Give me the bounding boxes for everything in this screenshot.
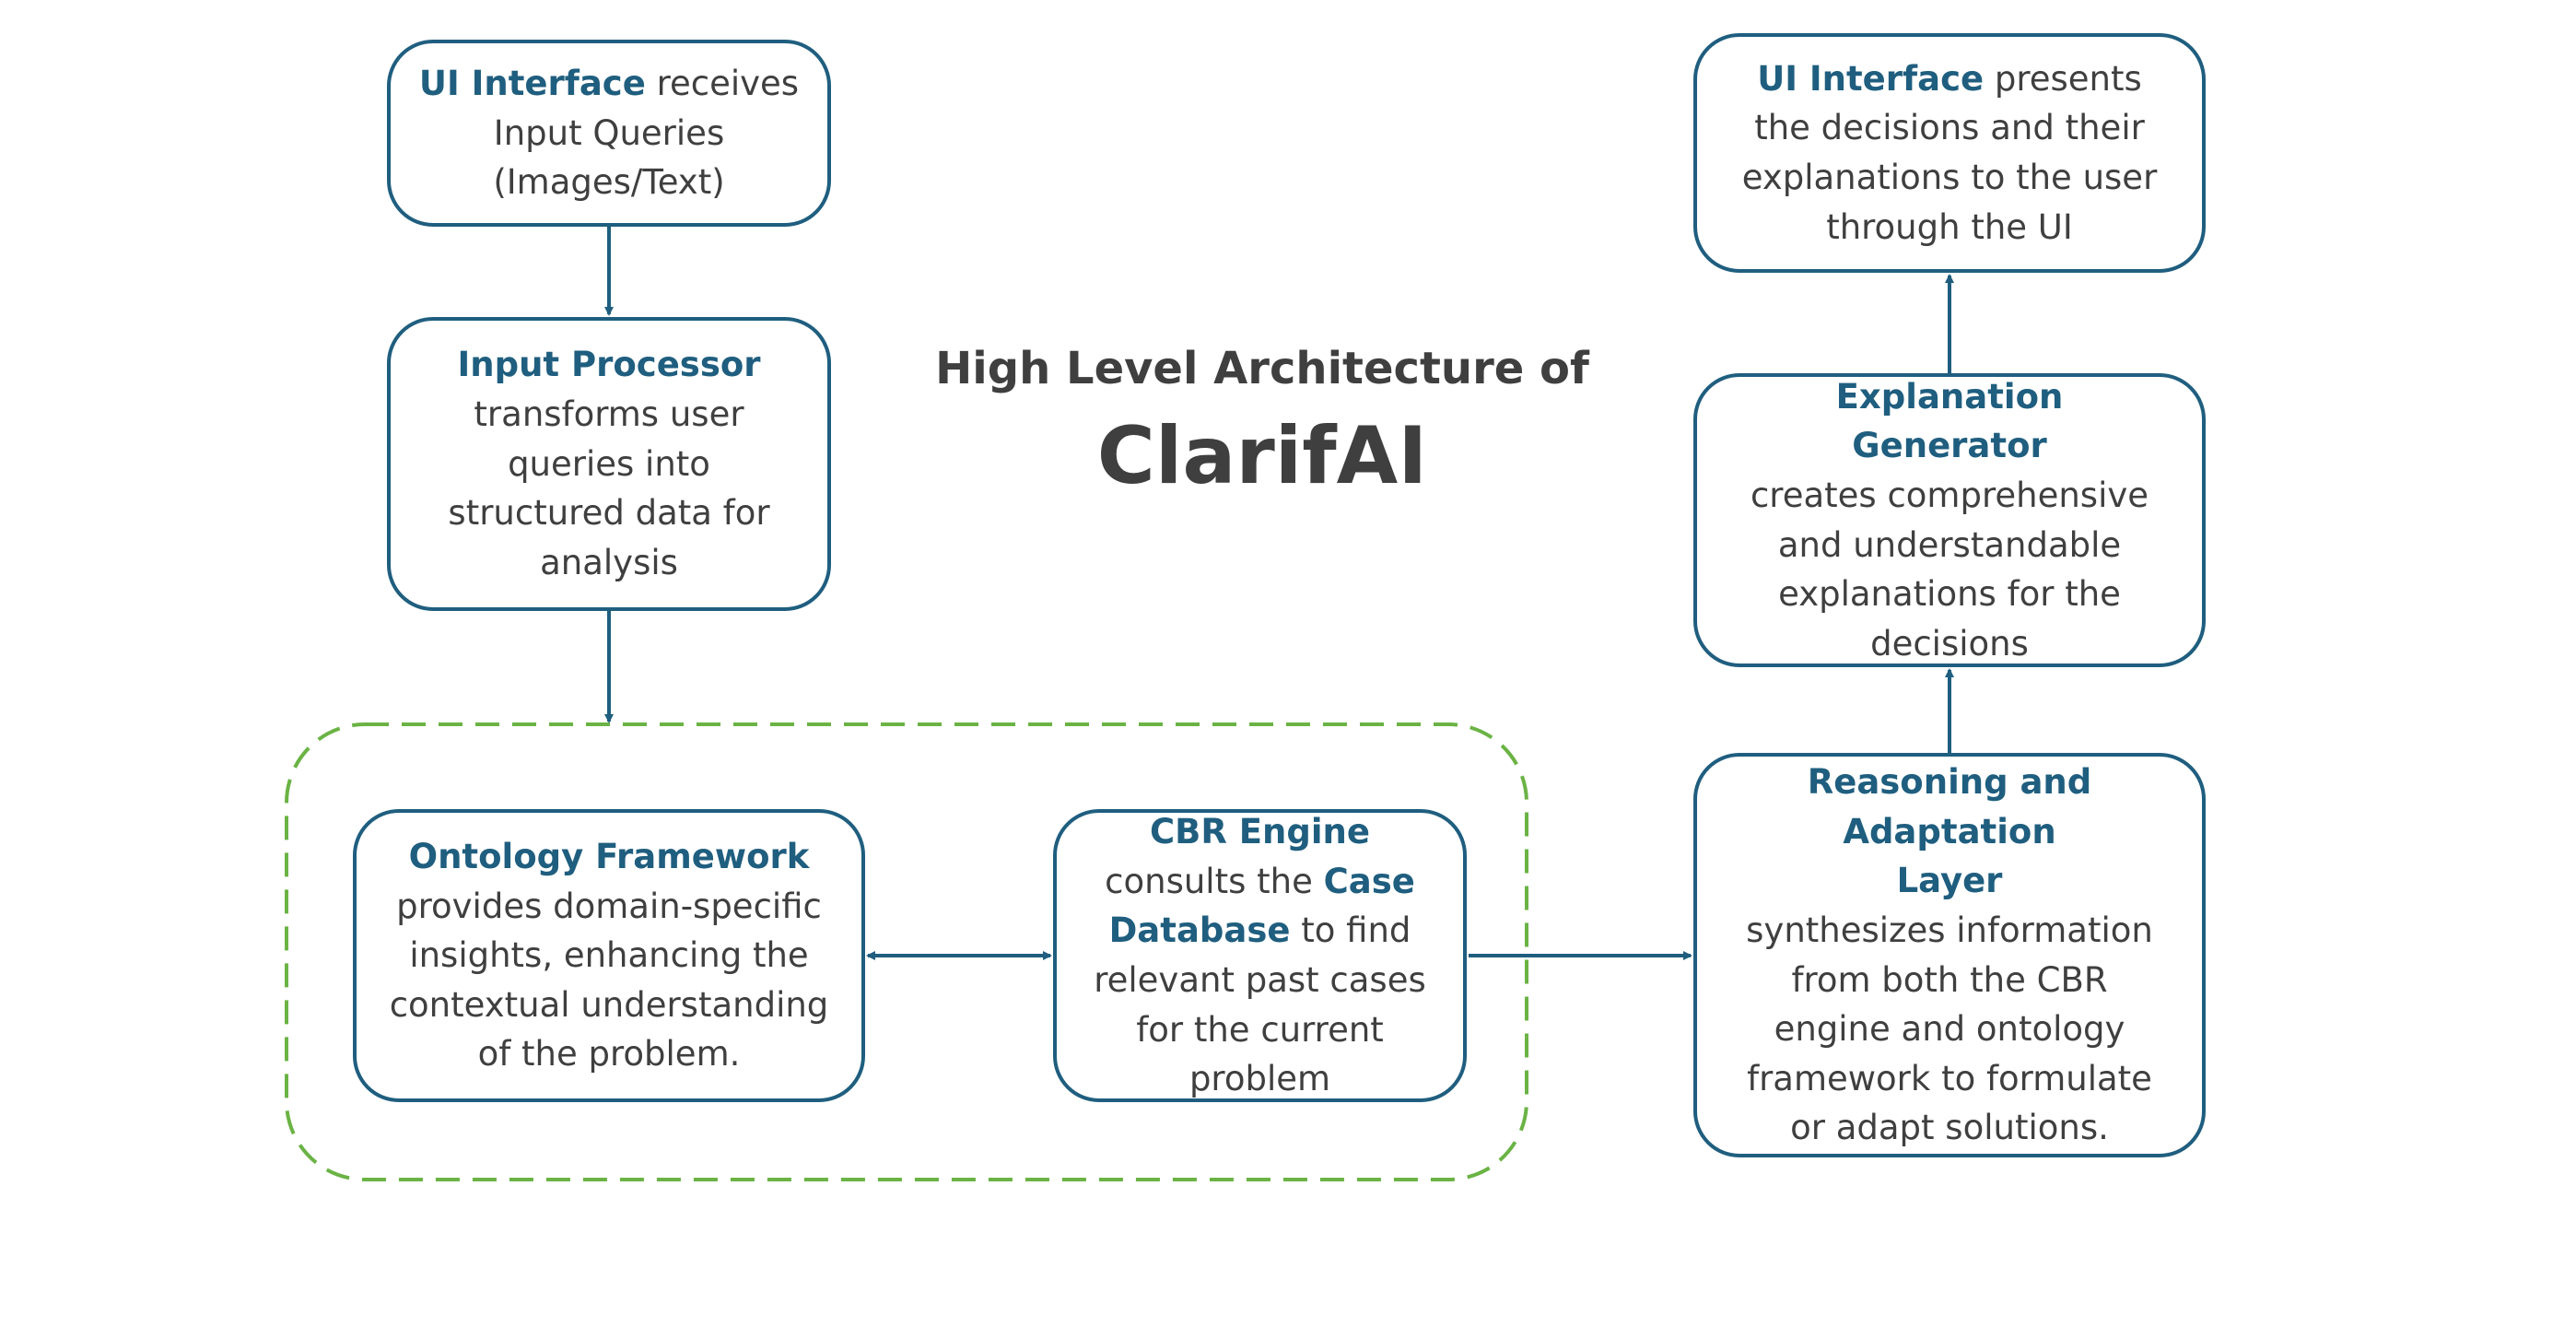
cbr-engine-node: CBR Engine consults the Case Database to… [1053,809,1467,1102]
input-processor-description: transforms user queries into structured … [448,394,770,582]
cbr-engine-text-b: to find relevant past cases for the curr… [1094,910,1426,1099]
ui-output-node: UI Interface presents the decisions and … [1693,33,2206,273]
diagram-title: ClarifAI [1096,410,1428,502]
ui-input-node: UI Interface receives Input Queries (Ima… [387,40,831,227]
ui-output-description: presents the decisions and their explana… [1741,58,2158,247]
explanation-description: creates comprehensive and understandable… [1750,475,2149,664]
ui-input-keyword: UI Interface [418,64,646,104]
ontology-framework-node: Ontology Framework provides domain-speci… [353,809,865,1102]
cbr-engine-text-a: consults the [1105,861,1324,901]
reasoning-description: synthesizes information from both the CB… [1746,910,2153,1148]
ui-input-description: receives Input Queries (Images/Text) [493,64,800,203]
input-processor-node: Input Processor transforms user queries … [387,317,831,611]
ui-output-keyword: UI Interface [1757,58,1985,99]
cbr-engine-keyword: CBR Engine [1150,812,1370,852]
explanation-keyword: Explanation Generator [1835,376,2064,466]
diagram-subtitle: High Level Architecture of [935,343,1589,394]
explanation-generator-node: Explanation Generator creates comprehens… [1693,373,2206,667]
reasoning-adaptation-node: Reasoning and Adaptation Layer synthesiz… [1693,753,2206,1157]
input-processor-keyword: Input Processor [457,345,761,385]
ontology-keyword: Ontology Framework [408,836,810,876]
ontology-description: provides domain-specific insights, enhan… [389,886,829,1075]
reasoning-keyword: Reasoning and Adaptation Layer [1807,761,2092,901]
case-database-keyword: Case Database [1108,861,1415,951]
